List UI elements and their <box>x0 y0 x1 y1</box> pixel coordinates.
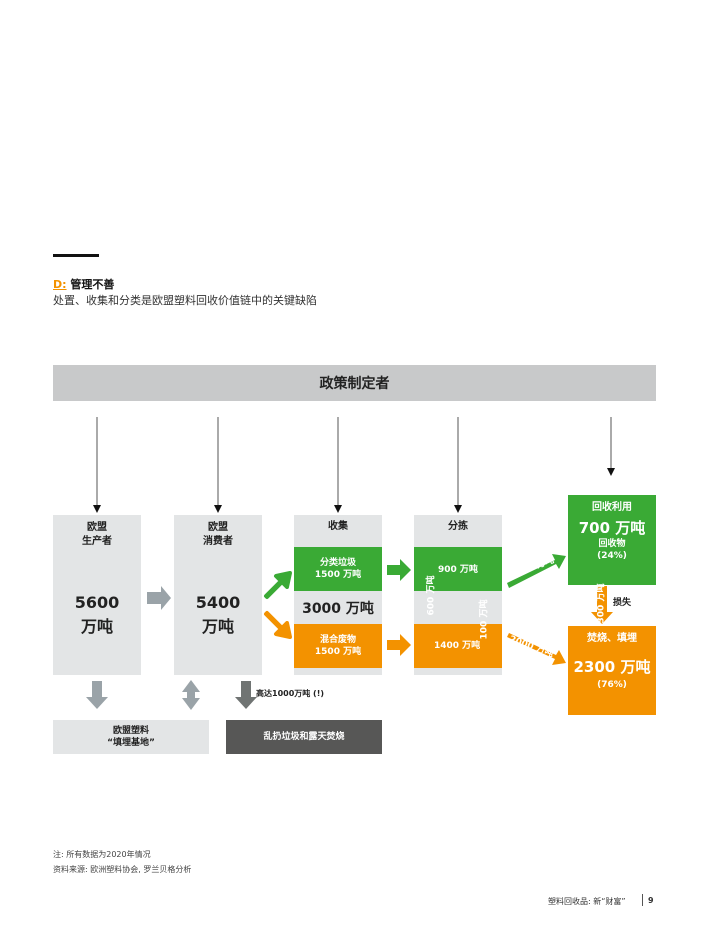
sorting-to-incineration-arrow <box>507 633 566 665</box>
consumers-to-littering-arrow <box>235 681 257 709</box>
consumers-box: 欧盟 消费者 5400 万吨 <box>174 515 262 675</box>
recycling-loss-value: 300 万吨 <box>596 583 607 624</box>
collection-label: 收集 <box>328 521 348 532</box>
consumers-landfill-double-arrow <box>182 680 200 710</box>
landfill-label-line1: 欧盟塑料 <box>112 726 149 736</box>
producers-box: 欧盟 生产者 5600 万吨 <box>53 515 141 675</box>
recycling-pct: (24%) <box>597 551 627 561</box>
producers-to-consumers-arrow <box>147 586 171 610</box>
recycling-value: 700 万吨 <box>578 519 646 537</box>
policy-makers-label: 政策制定者 <box>319 376 390 392</box>
policy-makers-bar: 政策制定者 <box>53 365 656 401</box>
incineration-box: 焚烧、填埋 2300 万吨 (76%) <box>568 626 656 715</box>
sorting-green-box: 900 万吨 <box>414 547 502 591</box>
consumers-label-line2: 消费者 <box>203 536 233 547</box>
landfill-box: 欧盟塑料 “填埋基地” <box>53 720 209 754</box>
accent-rule <box>53 254 99 257</box>
littering-label: 乱扔垃圾和露天焚烧 <box>263 732 345 742</box>
mixed-waste-label: 混合废物 <box>319 635 356 645</box>
sorting-to-recycling-arrow <box>507 554 566 588</box>
sorted-to-sorting-arrow <box>387 559 411 581</box>
recycling-label: 回收利用 <box>592 502 632 513</box>
section-heading: D: 管理不善 <box>53 276 114 292</box>
producers-label-line2: 生产者 <box>82 536 112 547</box>
consumers-label-line1: 欧盟 <box>208 522 228 533</box>
producers-to-landfill-arrow <box>86 681 108 709</box>
consumers-unit: 万吨 <box>201 617 234 636</box>
producers-label-line1: 欧盟 <box>87 522 107 533</box>
sorted-waste-value: 1500 万吨 <box>314 570 362 580</box>
littering-box: 乱扔垃圾和露天焚烧 <box>226 720 382 754</box>
littering-note: 高达1000万吨 (!) <box>256 689 325 698</box>
note-text: 注: 所有数据为2020年情况 <box>53 850 151 859</box>
incineration-pct: (76%) <box>597 680 627 690</box>
recycling-sub-label: 回收物 <box>598 539 626 549</box>
mixed-to-sorting-arrow <box>387 634 411 656</box>
landfill-label-line2: “填埋基地” <box>107 738 155 748</box>
producers-value: 5600 <box>74 593 120 612</box>
collection-total: 3000 万吨 <box>302 601 374 617</box>
footer-title: 塑料回收品: 新“财富” <box>548 897 626 906</box>
sorted-waste-box: 分类垃圾 1500 万吨 <box>294 547 382 591</box>
consumers-to-sorted-arrow <box>264 571 292 599</box>
mixed-waste-box: 混合废物 1500 万吨 <box>294 624 382 668</box>
sorting-orange-value: 1400 万吨 <box>434 641 481 651</box>
recycling-box: 回收利用 700 万吨 回收物 (24%) <box>568 495 656 585</box>
recycling-loss-label: 损失 <box>613 598 632 608</box>
section-subtitle: 处置、收集和分类是欧盟塑料回收价值链中的关键缺陷 <box>53 294 317 307</box>
sorting-up-label: 100 万吨 <box>479 599 490 640</box>
page-number: 9 <box>648 896 654 905</box>
mixed-waste-value: 1500 万吨 <box>314 647 362 657</box>
footer-divider <box>642 894 643 906</box>
incineration-value: 2300 万吨 <box>573 658 651 676</box>
producers-unit: 万吨 <box>80 617 113 636</box>
sorting-orange-box: 1400 万吨 <box>414 624 502 668</box>
sorting-green-value: 900 万吨 <box>438 565 478 575</box>
consumers-value: 5400 <box>195 593 241 612</box>
recycling-loss-arrow <box>591 586 613 624</box>
sorting-label: 分拣 <box>448 521 468 532</box>
sorted-waste-label: 分类垃圾 <box>319 558 356 568</box>
section-letter: D: <box>53 278 67 291</box>
consumers-to-mixed-arrow <box>264 611 292 639</box>
sorting-down-label: 600 万吨 <box>426 575 437 616</box>
incineration-label: 焚烧、填埋 <box>587 633 637 644</box>
section-title: 管理不善 <box>70 278 115 291</box>
source-text: 资料来源: 欧洲塑料协会, 罗兰贝格分析 <box>53 865 192 874</box>
